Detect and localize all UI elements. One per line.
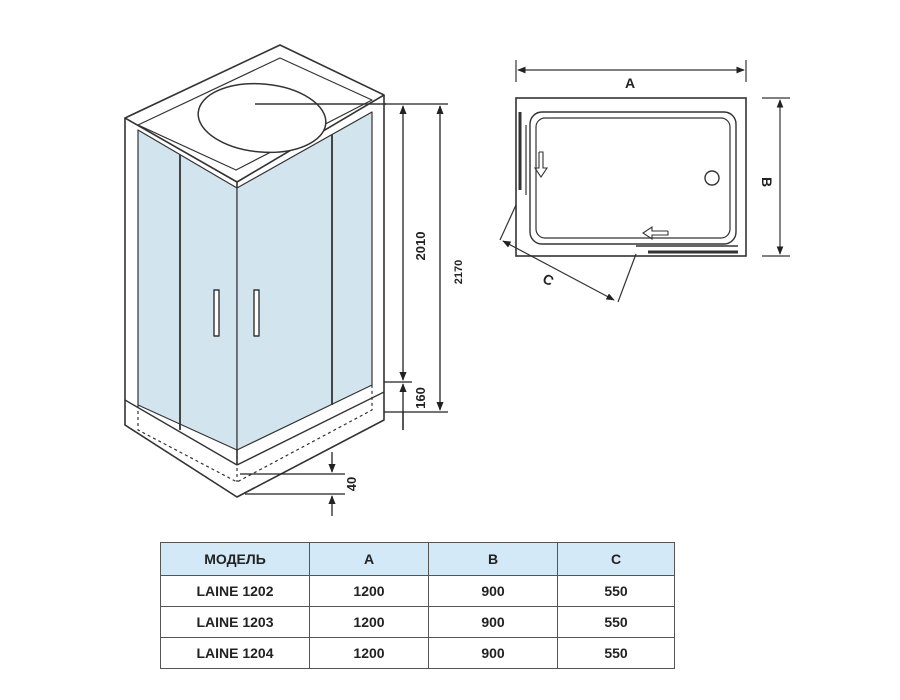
- table-row: LAINE 1204 1200 900 550: [160, 637, 675, 669]
- dim-a-label: A: [625, 75, 635, 91]
- cell-a: 1200: [309, 575, 429, 607]
- spec-table: МОДЕЛЬ A B C LAINE 1202 1200 900 550 LAI…: [160, 542, 675, 669]
- dim-2010-label: 2010: [413, 232, 428, 261]
- cell-b: 900: [428, 637, 558, 669]
- header-c: C: [557, 542, 675, 576]
- cabin-isometric: [124, 44, 386, 498]
- slide-arrow-left-icon: [642, 225, 669, 241]
- drain-icon: [704, 170, 720, 186]
- slide-arrow-down-icon: [533, 151, 549, 178]
- cell-c: 550: [557, 575, 675, 607]
- dim-c-label: C: [540, 270, 556, 289]
- cell-c: 550: [557, 606, 675, 638]
- cell-model: LAINE 1202: [160, 575, 310, 607]
- cell-model: LAINE 1204: [160, 637, 310, 669]
- header-model: МОДЕЛЬ: [160, 542, 310, 576]
- dim-40-label: 40: [344, 477, 359, 491]
- cabin-glass-left: [137, 129, 238, 451]
- cabin-base-tray: [124, 385, 385, 498]
- table-row: LAINE 1202 1200 900 550: [160, 575, 675, 607]
- cell-b: 900: [428, 606, 558, 638]
- table-header-row: МОДЕЛЬ A B C: [160, 542, 675, 576]
- cell-c: 550: [557, 637, 675, 669]
- cell-a: 1200: [309, 637, 429, 669]
- technical-drawing: 2010 160 2170 40: [124, 44, 790, 516]
- door-handle-left: [213, 289, 220, 337]
- height-dimensions: [240, 103, 448, 516]
- door-handle-right: [253, 289, 260, 337]
- dim-b-label: B: [759, 177, 775, 187]
- table-row: LAINE 1203 1200 900 550: [160, 606, 675, 638]
- cell-b: 900: [428, 575, 558, 607]
- dim-160-label: 160: [413, 387, 428, 409]
- ceiling-light-icon: [197, 82, 327, 154]
- plan-view: [499, 60, 790, 303]
- header-a: A: [309, 542, 429, 576]
- header-b: B: [428, 542, 558, 576]
- cell-a: 1200: [309, 606, 429, 638]
- cell-model: LAINE 1203: [160, 606, 310, 638]
- dim-2170-label: 2170: [453, 260, 465, 284]
